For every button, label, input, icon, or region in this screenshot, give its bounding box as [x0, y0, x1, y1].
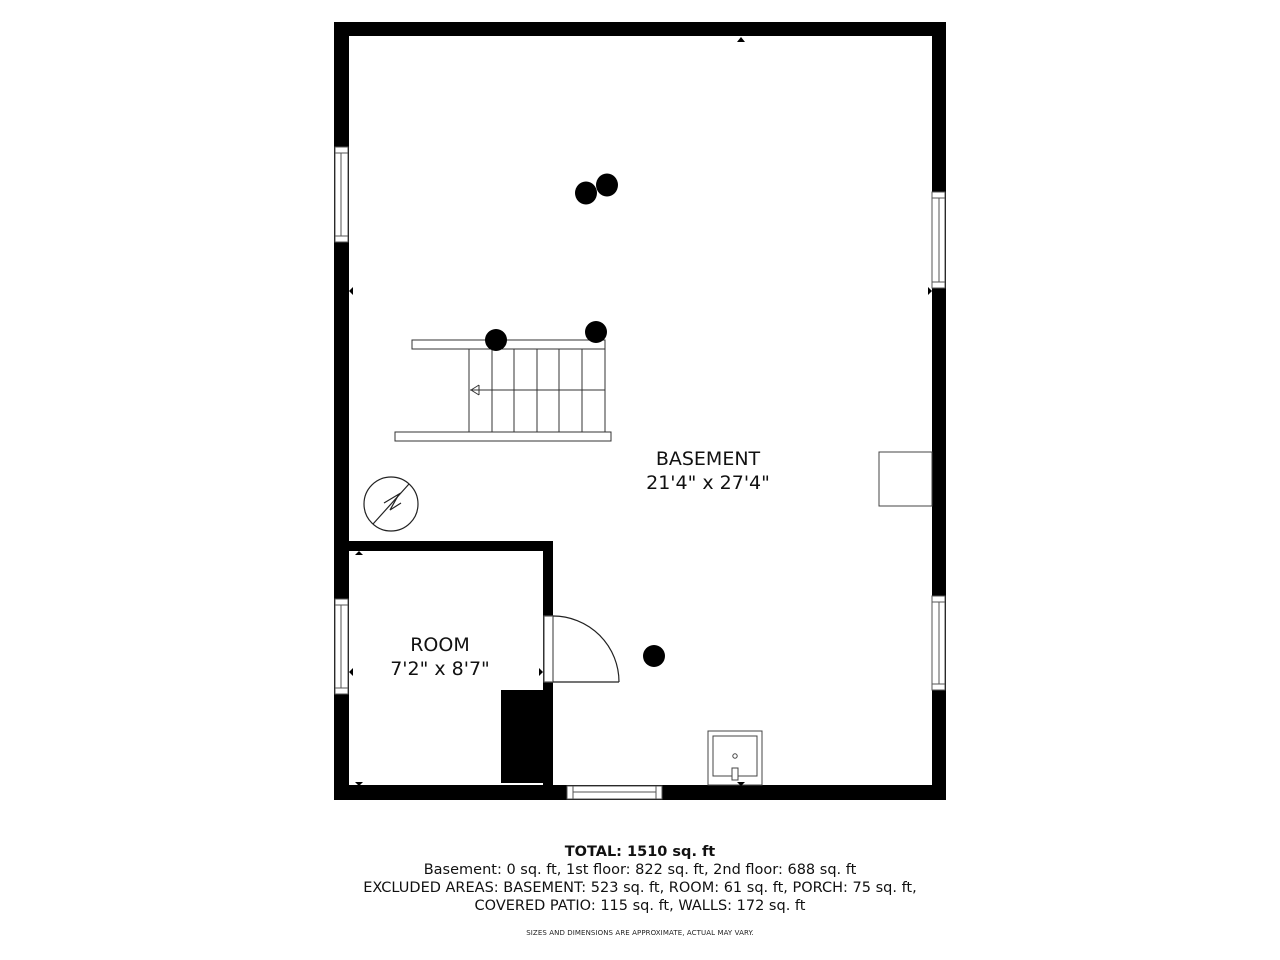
- dimension-markers: [349, 37, 932, 786]
- room-label: ROOM 7'2" x 8'7": [360, 633, 520, 681]
- door-swing-icon: [543, 615, 620, 683]
- window-icon: [566, 785, 663, 800]
- stairs-icon: [394, 339, 612, 442]
- basement-dimensions: 21'4" x 27'4": [646, 472, 770, 494]
- basement-name: BASEMENT: [655, 448, 761, 470]
- floor-areas: Basement: 0 sq. ft, 1st floor: 822 sq. f…: [423, 862, 857, 878]
- basement-room-label: BASEMENT 21'4" x 27'4": [608, 447, 808, 495]
- window-icon: [931, 191, 946, 289]
- room-dimensions: 7'2" x 8'7": [390, 658, 490, 680]
- total-area: TOTAL: 1510 sq. ft: [564, 844, 716, 860]
- room-name: ROOM: [410, 634, 470, 656]
- excluded-areas-continued: COVERED PATIO: 115 sq. ft, WALLS: 172 sq…: [474, 898, 806, 914]
- excluded-areas: EXCLUDED AREAS: BASEMENT: 523 sq. ft, RO…: [363, 880, 917, 896]
- sink-icon: [707, 730, 763, 786]
- disclaimer: SIZES AND DIMENSIONS ARE APPROXIMATE, AC…: [526, 929, 754, 937]
- outer-walls: [334, 22, 946, 800]
- window-icon: [334, 598, 349, 695]
- area-summary: TOTAL: 1510 sq. ft Basement: 0 sq. ft, 1…: [240, 843, 1040, 915]
- appliance-icon: [878, 451, 933, 507]
- window-icon: [931, 595, 946, 691]
- window-icon: [334, 146, 349, 243]
- column-icon: [485, 173, 665, 667]
- electrical-panel-icon: [363, 476, 419, 532]
